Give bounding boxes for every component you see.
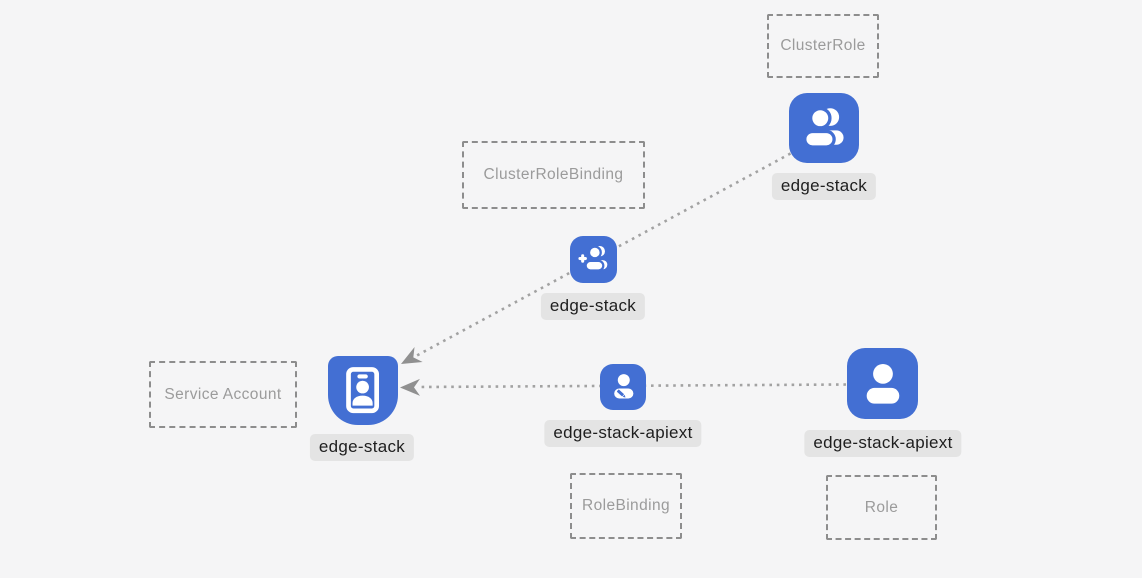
- user-add-icon: [570, 236, 617, 283]
- users-icon: [789, 93, 859, 163]
- user-edit-icon: [600, 364, 646, 410]
- role-type-box: Role: [826, 475, 937, 540]
- cluster-role-binding-node: [570, 236, 617, 283]
- role-node: [847, 348, 918, 419]
- role-binding-type-label: RoleBinding: [582, 497, 670, 514]
- cluster-role-type-box: ClusterRole: [767, 14, 879, 78]
- role-binding-node: [600, 364, 646, 410]
- cluster-role-binding-type-box: ClusterRoleBinding: [462, 141, 645, 209]
- cluster-role-binding-node-label: edge-stack: [540, 293, 646, 320]
- cluster-role-node: [789, 93, 859, 163]
- service-account-type-label: Service Account: [164, 385, 282, 403]
- role-binding-node-label: edge-stack-apiext: [544, 420, 702, 447]
- service-account-node: [328, 356, 398, 425]
- arrowhead-horizontal: [400, 378, 421, 396]
- service-account-type-box: Service Account: [149, 361, 297, 428]
- arrowhead-diagonal: [401, 347, 423, 364]
- id-badge-icon: [328, 356, 398, 425]
- role-node-label: edge-stack-apiext: [804, 430, 962, 457]
- cluster-role-type-label: ClusterRole: [780, 37, 866, 54]
- user-icon: [847, 348, 918, 419]
- cluster-role-node-label: edge-stack: [771, 173, 877, 200]
- role-binding-type-box: RoleBinding: [570, 473, 682, 539]
- cluster-role-binding-type-label: ClusterRoleBinding: [483, 166, 624, 183]
- service-account-node-label: edge-stack: [309, 434, 415, 461]
- role-type-label: Role: [864, 498, 899, 516]
